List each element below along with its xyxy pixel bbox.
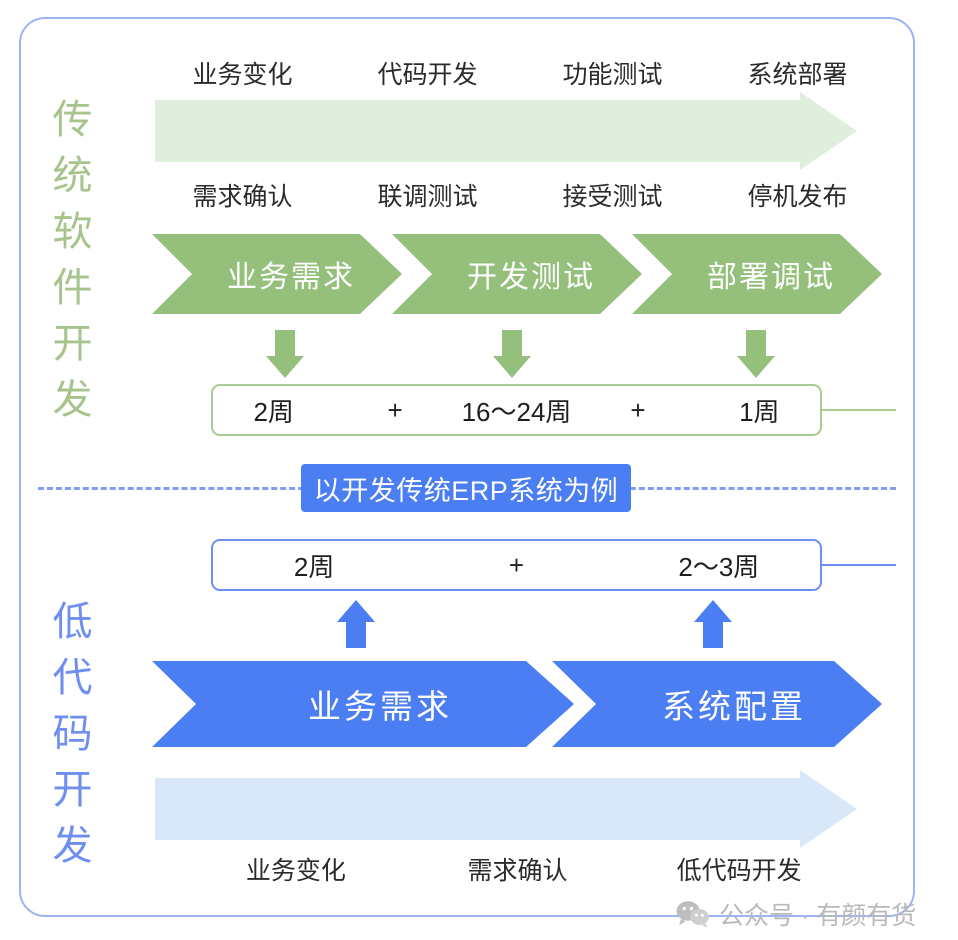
phase-label: 系统配置 xyxy=(662,688,806,725)
side-label-char: 传 xyxy=(52,98,94,142)
side-label-char: 件 xyxy=(52,266,94,310)
step-label: 低代码开发 xyxy=(676,857,802,885)
side-label-char: 开 xyxy=(52,768,94,812)
arrow-down-icon xyxy=(737,330,775,378)
lowcode-step-labels: 业务变化 需求确认 低代码开发 xyxy=(185,851,850,887)
arrow-up-icon xyxy=(694,600,732,648)
arrow-tip xyxy=(694,600,732,622)
traditional-duration-box: 2周 + 16～24周 + 1周 xyxy=(211,384,822,436)
arrow-stem xyxy=(275,330,295,356)
step-label: 联调测试 xyxy=(377,183,478,211)
arrow-tip xyxy=(337,600,375,622)
phase-label: 部署调试 xyxy=(707,261,835,294)
lowcode-phase-chevron-1[interactable]: 业务需求 xyxy=(152,661,574,747)
traditional-timeline-arrow xyxy=(155,92,857,170)
traditional-phase-chevron-1[interactable]: 业务需求 xyxy=(152,234,402,314)
side-label-char: 开 xyxy=(52,322,94,366)
duration-value: 2周 xyxy=(293,551,335,582)
lowcode-duration-leader-line xyxy=(822,564,896,566)
side-label-char: 低 xyxy=(52,600,94,644)
duration-value: 1周 xyxy=(739,396,780,427)
phase-label: 业务需求 xyxy=(308,688,452,725)
step-label: 停机发布 xyxy=(747,183,848,211)
arrow-tip xyxy=(266,356,304,378)
example-badge: 以开发传统ERP系统为例 xyxy=(301,464,631,512)
duration-value: 2周 xyxy=(253,396,294,427)
step-label: 业务变化 xyxy=(192,61,293,89)
wechat-icon xyxy=(676,901,709,928)
traditional-mid-step-labels: 需求确认 联调测试 接受测试 停机发布 xyxy=(150,177,890,213)
traditional-phase-chevron-3[interactable]: 部署调试 xyxy=(632,234,882,314)
duration-value: 2～3周 xyxy=(678,551,760,582)
side-label-char: 代 xyxy=(52,656,94,700)
traditional-phase-chevron-2[interactable]: 开发测试 xyxy=(392,234,642,314)
arrow-tip xyxy=(493,356,531,378)
traditional-duration-leader-line xyxy=(822,409,896,411)
lowcode-timeline-arrow xyxy=(155,770,857,848)
arrow-body xyxy=(155,100,800,162)
step-label: 需求确认 xyxy=(192,183,293,211)
lowcode-duration-box: 2周 + 2～3周 xyxy=(211,539,822,591)
arrow-stem xyxy=(746,330,766,356)
lowcode-phase-chevron-2[interactable]: 系统配置 xyxy=(552,661,882,747)
arrow-down-icon xyxy=(493,330,531,378)
section-title-traditional: 传 统 软 件 开 发 xyxy=(38,92,108,428)
phase-label: 开发测试 xyxy=(467,261,595,294)
step-label: 系统部署 xyxy=(747,61,848,89)
arrow-down-icon xyxy=(266,330,304,378)
section-title-lowcode: 低 代 码 开 发 xyxy=(38,594,108,874)
traditional-top-step-labels: 业务变化 代码开发 功能测试 系统部署 xyxy=(150,55,890,91)
arrow-up-icon xyxy=(337,600,375,648)
arrow-body xyxy=(155,778,800,840)
arrow-stem xyxy=(346,622,366,648)
step-label: 功能测试 xyxy=(562,61,663,89)
duration-operator: + xyxy=(387,394,403,425)
side-label-char: 发 xyxy=(52,824,94,868)
step-label: 代码开发 xyxy=(377,61,478,89)
arrow-tip xyxy=(737,356,775,378)
duration-operator: + xyxy=(508,549,525,580)
arrow-stem xyxy=(703,622,723,648)
side-label-char: 码 xyxy=(52,712,94,756)
arrow-head-icon xyxy=(800,770,857,848)
duration-value: 16～24周 xyxy=(461,396,572,427)
phase-label: 业务需求 xyxy=(227,261,355,294)
example-badge-label: 以开发传统ERP系统为例 xyxy=(313,475,619,506)
step-label: 需求确认 xyxy=(467,857,568,885)
side-label-char: 软 xyxy=(52,210,94,254)
duration-operator: + xyxy=(630,394,646,425)
side-label-char: 统 xyxy=(52,154,94,198)
step-label: 业务变化 xyxy=(245,857,346,885)
step-label: 接受测试 xyxy=(562,183,663,211)
wechat-watermark: 公众号 · 有颜有货 xyxy=(676,896,916,932)
side-label-char: 发 xyxy=(52,378,94,422)
arrow-stem xyxy=(502,330,522,356)
arrow-head-icon xyxy=(800,92,857,170)
watermark-text: 公众号 · 有颜有货 xyxy=(719,902,917,930)
